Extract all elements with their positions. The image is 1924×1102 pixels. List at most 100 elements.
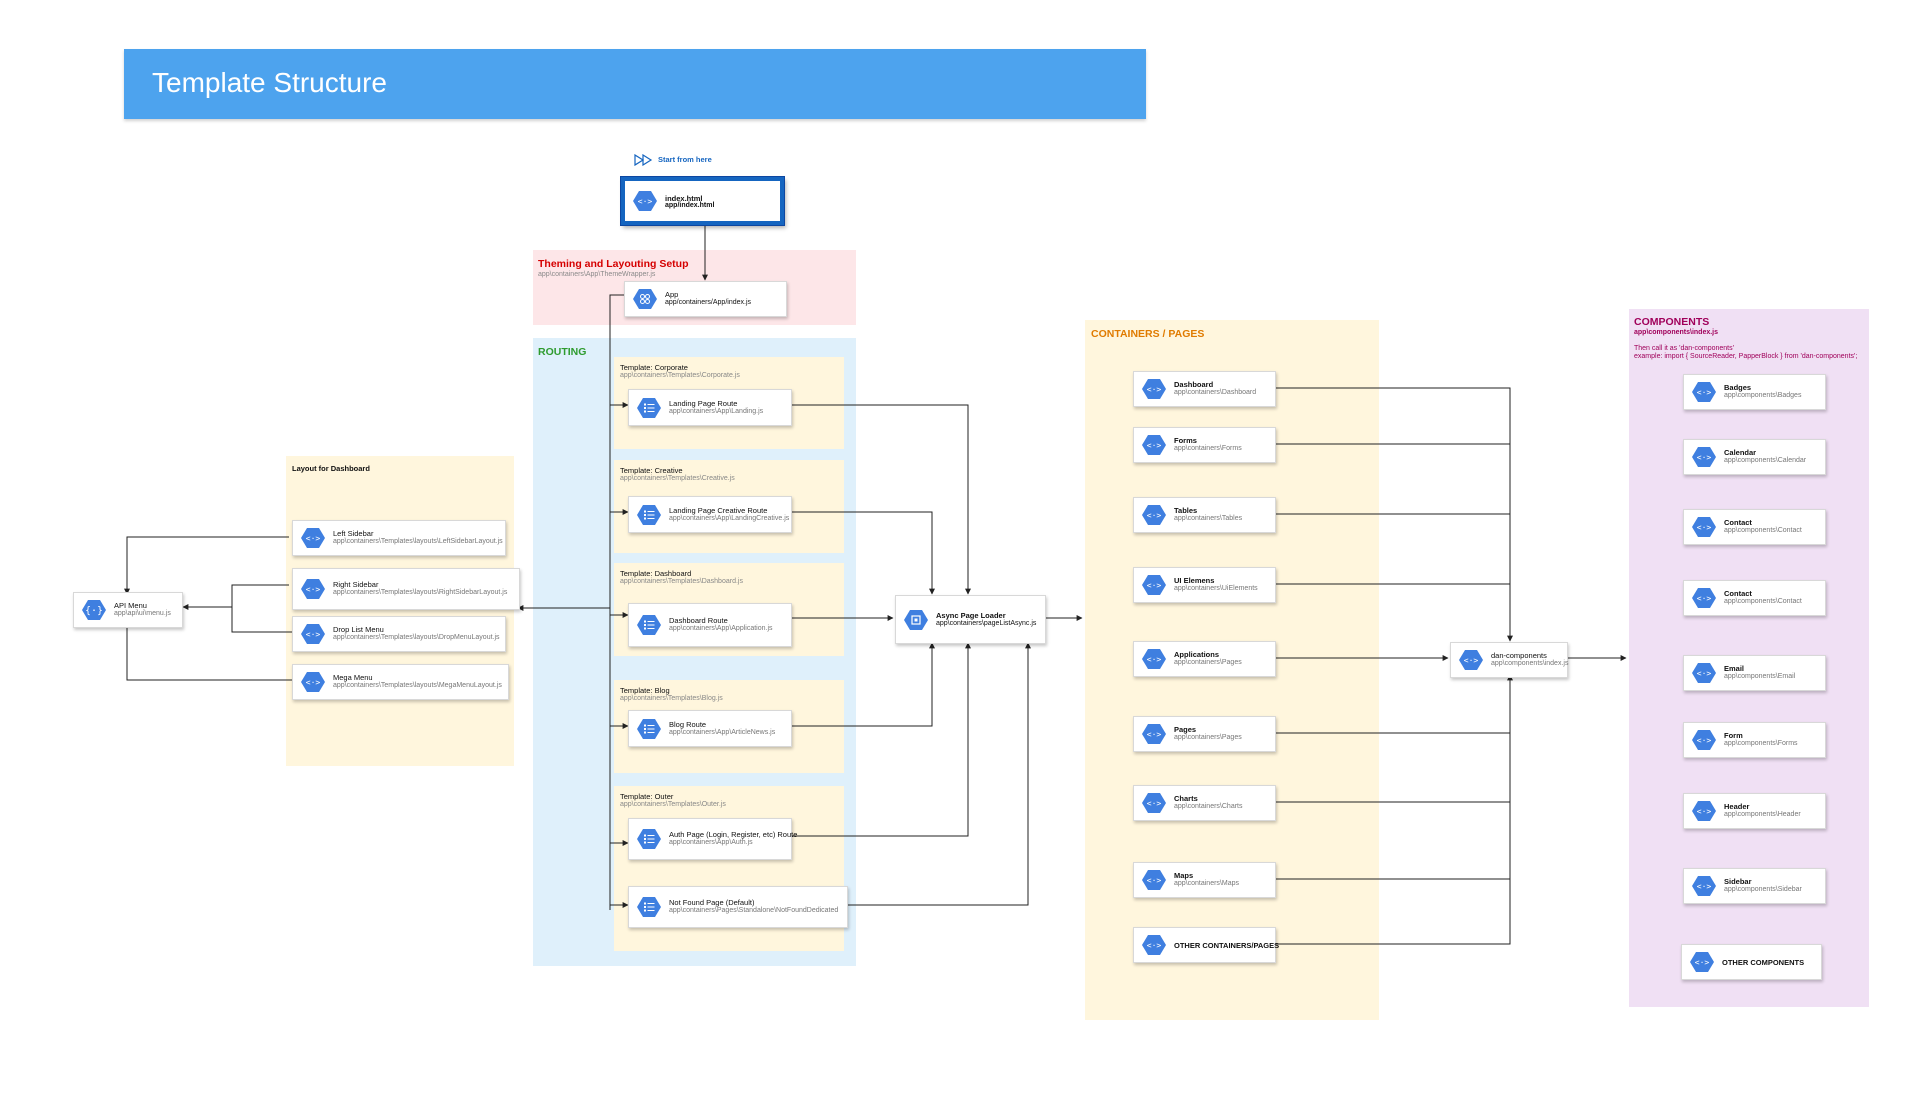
container-node[interactable]: Charts app\containers\Charts bbox=[1133, 785, 1276, 821]
layout-mega-menu[interactable]: Mega Menu app\containers\Templates\layou… bbox=[292, 664, 509, 700]
layout-right-sidebar[interactable]: Right Sidebar app\containers\Templates\l… bbox=[292, 568, 520, 610]
containers-title: CONTAINERS / PAGES bbox=[1091, 328, 1205, 340]
node-path: app\containers\Maps bbox=[1174, 880, 1239, 887]
code-icon bbox=[1142, 647, 1166, 671]
components-title: COMPONENTS bbox=[1634, 316, 1710, 328]
component-node[interactable]: Form app\components\Forms bbox=[1683, 722, 1826, 758]
code-icon bbox=[633, 189, 657, 213]
index-node[interactable]: index.html app/index.html bbox=[621, 177, 784, 225]
node-path: app\containers\Templates\layouts\LeftSid… bbox=[333, 538, 503, 545]
node-title: Mega Menu bbox=[333, 673, 373, 682]
node-path: app\components\Calendar bbox=[1724, 457, 1807, 464]
container-node[interactable]: Applications app\containers\Pages bbox=[1133, 641, 1276, 677]
app-node[interactable]: App app/containers/App/index.js bbox=[624, 281, 787, 317]
template-path: app\containers\Templates\Dashboard.js bbox=[620, 578, 743, 585]
route-node-blog[interactable]: Blog Route app\containers\App\ArticleNew… bbox=[628, 710, 792, 747]
layout-left-sidebar[interactable]: Left Sidebar app\containers\Templates\la… bbox=[292, 520, 506, 556]
container-node[interactable]: Pages app\containers\Pages bbox=[1133, 716, 1276, 752]
node-title: OTHER CONTAINERS/PAGES bbox=[1174, 941, 1280, 950]
container-node-other[interactable]: OTHER CONTAINERS/PAGES bbox=[1133, 927, 1280, 963]
route-node-notfound[interactable]: Not Found Page (Default) app\containers\… bbox=[628, 886, 848, 928]
node-path: app/index.html bbox=[665, 202, 715, 209]
component-node[interactable]: Email app\components\Email bbox=[1683, 655, 1826, 691]
node-path: app\containers\Tables bbox=[1174, 515, 1243, 522]
container-node[interactable]: Tables app\containers\Tables bbox=[1133, 497, 1276, 533]
container-node[interactable]: Maps app\containers\Maps bbox=[1133, 862, 1276, 898]
template-label: Template: Creative bbox=[620, 466, 683, 475]
container-node[interactable]: Forms app\containers\Forms bbox=[1133, 427, 1276, 463]
node-path: app\components\Forms bbox=[1724, 740, 1798, 747]
components-path: app\components\index.js bbox=[1634, 329, 1719, 336]
node-title: index.html bbox=[665, 194, 703, 203]
route-node-auth[interactable]: Auth Page (Login, Register, etc) Route a… bbox=[628, 818, 797, 860]
component-node[interactable]: Calendar app\components\Calendar bbox=[1683, 439, 1826, 475]
code-icon bbox=[1142, 722, 1166, 746]
node-title: Landing Page Creative Route bbox=[669, 506, 768, 515]
node-title: UI Elemens bbox=[1174, 576, 1215, 585]
container-node[interactable]: Dashboard app\containers\Dashboard bbox=[1133, 371, 1276, 407]
component-node[interactable]: Contact app\components\Contact bbox=[1683, 509, 1826, 545]
routing-title: ROUTING bbox=[538, 346, 587, 358]
node-path: app\containers\App\LandingCreative.js bbox=[669, 515, 790, 522]
node-title: Email bbox=[1724, 664, 1745, 673]
fast-forward-icon bbox=[634, 154, 653, 166]
component-node[interactable]: Header app\components\Header bbox=[1683, 793, 1826, 829]
code-icon bbox=[1459, 648, 1483, 672]
node-path: app\containers\Templates\layouts\DropMen… bbox=[333, 634, 500, 641]
page-title: Template Structure bbox=[152, 67, 387, 98]
node-title: Sidebar bbox=[1724, 877, 1752, 886]
node-path: app\containers\App\Auth.js bbox=[669, 839, 753, 846]
node-title: Form bbox=[1724, 731, 1743, 740]
route-node-dashboard[interactable]: Dashboard Route app\containers\App\Appli… bbox=[628, 603, 792, 647]
node-path: app\components\Badges bbox=[1724, 392, 1802, 399]
theming-path: app\containers\App\ThemeWrapper.js bbox=[538, 271, 656, 278]
node-title: App bbox=[665, 290, 679, 299]
node-path: app\components\Contact bbox=[1724, 527, 1802, 534]
template-label: Template: Blog bbox=[620, 686, 670, 695]
code-icon bbox=[1142, 933, 1166, 957]
node-path: app\api\ui\menu.js bbox=[114, 610, 171, 617]
layout-drop-list-menu[interactable]: Drop List Menu app\containers\Templates\… bbox=[292, 616, 506, 652]
code-icon bbox=[1690, 950, 1714, 974]
route-node-creative[interactable]: Landing Page Creative Route app\containe… bbox=[628, 496, 792, 533]
template-path: app\containers\Templates\Corporate.js bbox=[620, 372, 740, 379]
template-label: Template: Outer bbox=[620, 792, 674, 801]
route-node-landing[interactable]: Landing Page Route app\containers\App\La… bbox=[628, 389, 792, 426]
list-icon bbox=[637, 895, 661, 919]
brace-icon bbox=[82, 598, 106, 622]
node-title: Applications bbox=[1174, 650, 1220, 659]
async-page-loader-node[interactable]: Async Page Loader app\containers\pageLis… bbox=[895, 595, 1046, 644]
node-title: API Menu bbox=[114, 601, 147, 610]
node-title: Not Found Page (Default) bbox=[669, 898, 755, 907]
node-path: app\containers\Templates\layouts\RightSi… bbox=[333, 589, 508, 596]
component-node[interactable]: Sidebar app\components\Sidebar bbox=[1683, 868, 1826, 904]
components-note-1: Then call it as 'dan-components' bbox=[1634, 345, 1734, 352]
code-icon bbox=[1142, 573, 1166, 597]
node-title: Dashboard Route bbox=[669, 616, 728, 625]
list-icon bbox=[637, 613, 661, 637]
dan-components-node[interactable]: dan-components app\components\index.js bbox=[1450, 642, 1568, 678]
template-path: app\containers\Templates\Blog.js bbox=[620, 695, 723, 702]
node-title: Contact bbox=[1724, 518, 1752, 527]
component-node[interactable]: Contact app\components\Contact bbox=[1683, 580, 1826, 616]
code-icon bbox=[1692, 515, 1716, 539]
node-path: app\components\Sidebar bbox=[1724, 886, 1802, 893]
list-icon bbox=[637, 717, 661, 741]
page-header: Template Structure bbox=[124, 49, 1146, 119]
template-path: app\containers\Templates\Creative.js bbox=[620, 475, 735, 482]
api-menu-node[interactable]: API Menu app\api\ui\menu.js bbox=[73, 592, 183, 628]
node-title: Drop List Menu bbox=[333, 625, 384, 634]
node-title: Dashboard bbox=[1174, 380, 1214, 389]
component-node[interactable]: Badges app\components\Badges bbox=[1683, 374, 1826, 410]
container-node[interactable]: UI Elemens app\containers\UiElements bbox=[1133, 567, 1276, 603]
code-icon bbox=[301, 577, 325, 601]
layout-title: Layout for Dashboard bbox=[292, 464, 370, 473]
code-icon bbox=[1692, 728, 1716, 752]
node-title: Charts bbox=[1174, 794, 1198, 803]
node-path: app\containers\Pages bbox=[1174, 659, 1242, 666]
code-icon bbox=[1142, 503, 1166, 527]
node-path: app\components\Header bbox=[1724, 811, 1801, 818]
node-path: app\components\Email bbox=[1724, 673, 1796, 680]
component-node-other[interactable]: OTHER COMPONENTS bbox=[1681, 944, 1822, 980]
node-path: app\containers\Charts bbox=[1174, 803, 1243, 810]
